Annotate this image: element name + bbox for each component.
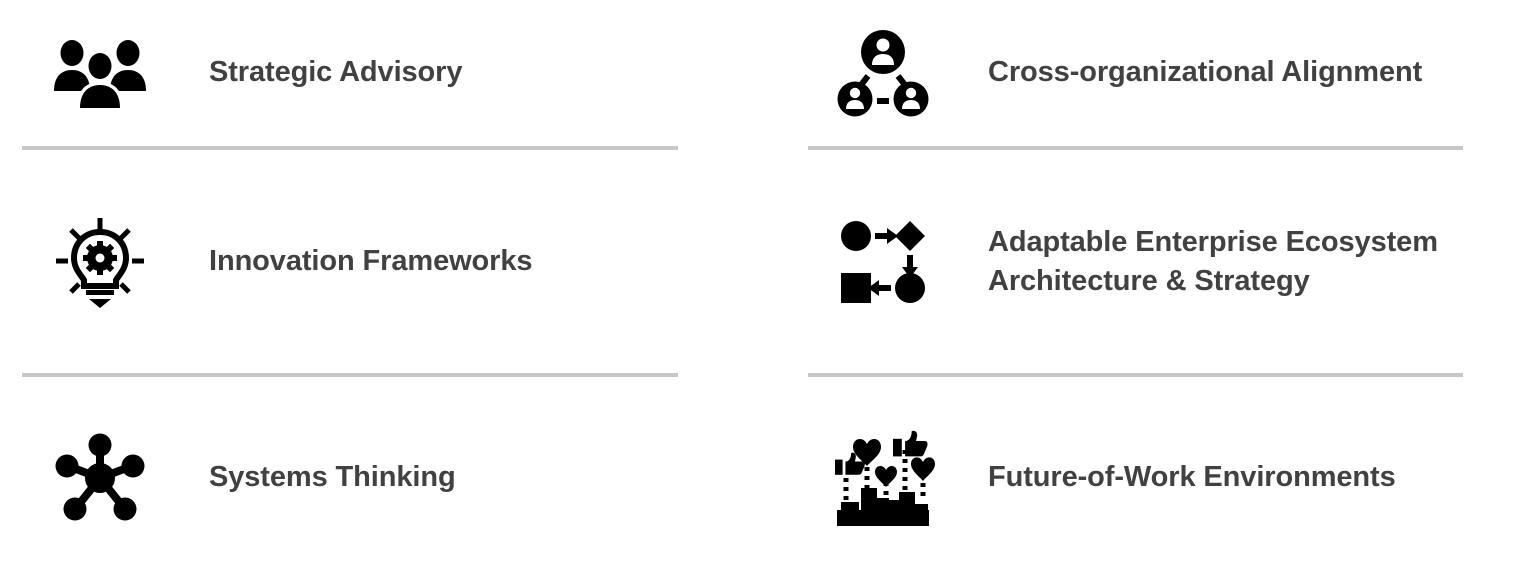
right-column: Cross-organizational Alignment <box>808 0 1463 577</box>
label-cell: Innovation Frameworks <box>177 242 678 281</box>
icon-cell <box>808 430 958 526</box>
cityscape-hearts-thumbsup-icon <box>831 430 935 526</box>
feature-label-line: Systems Thinking <box>209 460 456 493</box>
feature-label: Innovation Frameworks <box>209 242 678 281</box>
feature-label: Systems Thinking <box>209 458 678 497</box>
network-hub-nodes-icon <box>54 432 146 524</box>
label-cell: Cross-organizational Alignment <box>958 53 1463 92</box>
feature-item-future-of-work-environments[interactable]: Future-of-Work Environments <box>808 378 1463 577</box>
feature-label-line: Innovation Frameworks <box>209 245 533 278</box>
feature-label: Strategic Advisory <box>209 53 678 92</box>
icon-cell <box>22 432 177 524</box>
connected-people-triangle-icon <box>837 29 929 117</box>
feature-item-adaptable-enterprise-ecosystem[interactable]: Adaptable Enterprise Ecosystem Architect… <box>808 151 1463 377</box>
feature-label: Future-of-Work Environments <box>988 458 1463 497</box>
feature-label-line: Architecture & Strategy <box>988 265 1310 297</box>
feature-item-systems-thinking[interactable]: Systems Thinking <box>22 378 678 577</box>
feature-item-strategic-advisory[interactable]: Strategic Advisory <box>22 0 678 150</box>
label-cell: Future-of-Work Environments <box>958 458 1463 497</box>
left-column: Strategic Advisory <box>22 0 678 577</box>
icon-cell <box>22 38 177 108</box>
feature-item-innovation-frameworks[interactable]: Innovation Frameworks <box>22 151 678 377</box>
group-of-people-icon <box>52 38 148 108</box>
feature-item-cross-organizational-alignment[interactable]: Cross-organizational Alignment <box>808 0 1463 150</box>
feature-label-line: Future-of-Work Environments <box>988 460 1396 493</box>
feature-label-line: Strategic Advisory <box>209 56 463 89</box>
feature-label: Cross-organizational Alignment <box>988 53 1463 92</box>
label-cell: Adaptable Enterprise Ecosystem Architect… <box>958 223 1463 301</box>
label-cell: Strategic Advisory <box>177 53 678 92</box>
icon-cell <box>808 221 958 303</box>
label-cell: Systems Thinking <box>177 458 678 497</box>
icon-cell <box>808 29 958 117</box>
feature-label-line: Adaptable Enterprise Ecosystem <box>988 225 1438 258</box>
flowchart-shapes-arrows-icon <box>841 221 925 303</box>
feature-label: Adaptable Enterprise Ecosystem Architect… <box>988 223 1463 301</box>
feature-label-line: Cross-organizational Alignment <box>988 56 1423 89</box>
icon-cell <box>22 216 177 308</box>
lightbulb-gear-icon <box>53 216 147 308</box>
